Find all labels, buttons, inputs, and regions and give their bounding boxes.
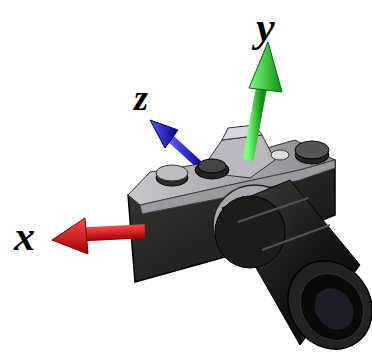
axis-label: y [256,6,275,48]
axis-label: x [14,215,35,257]
axis-label: z [134,80,148,116]
